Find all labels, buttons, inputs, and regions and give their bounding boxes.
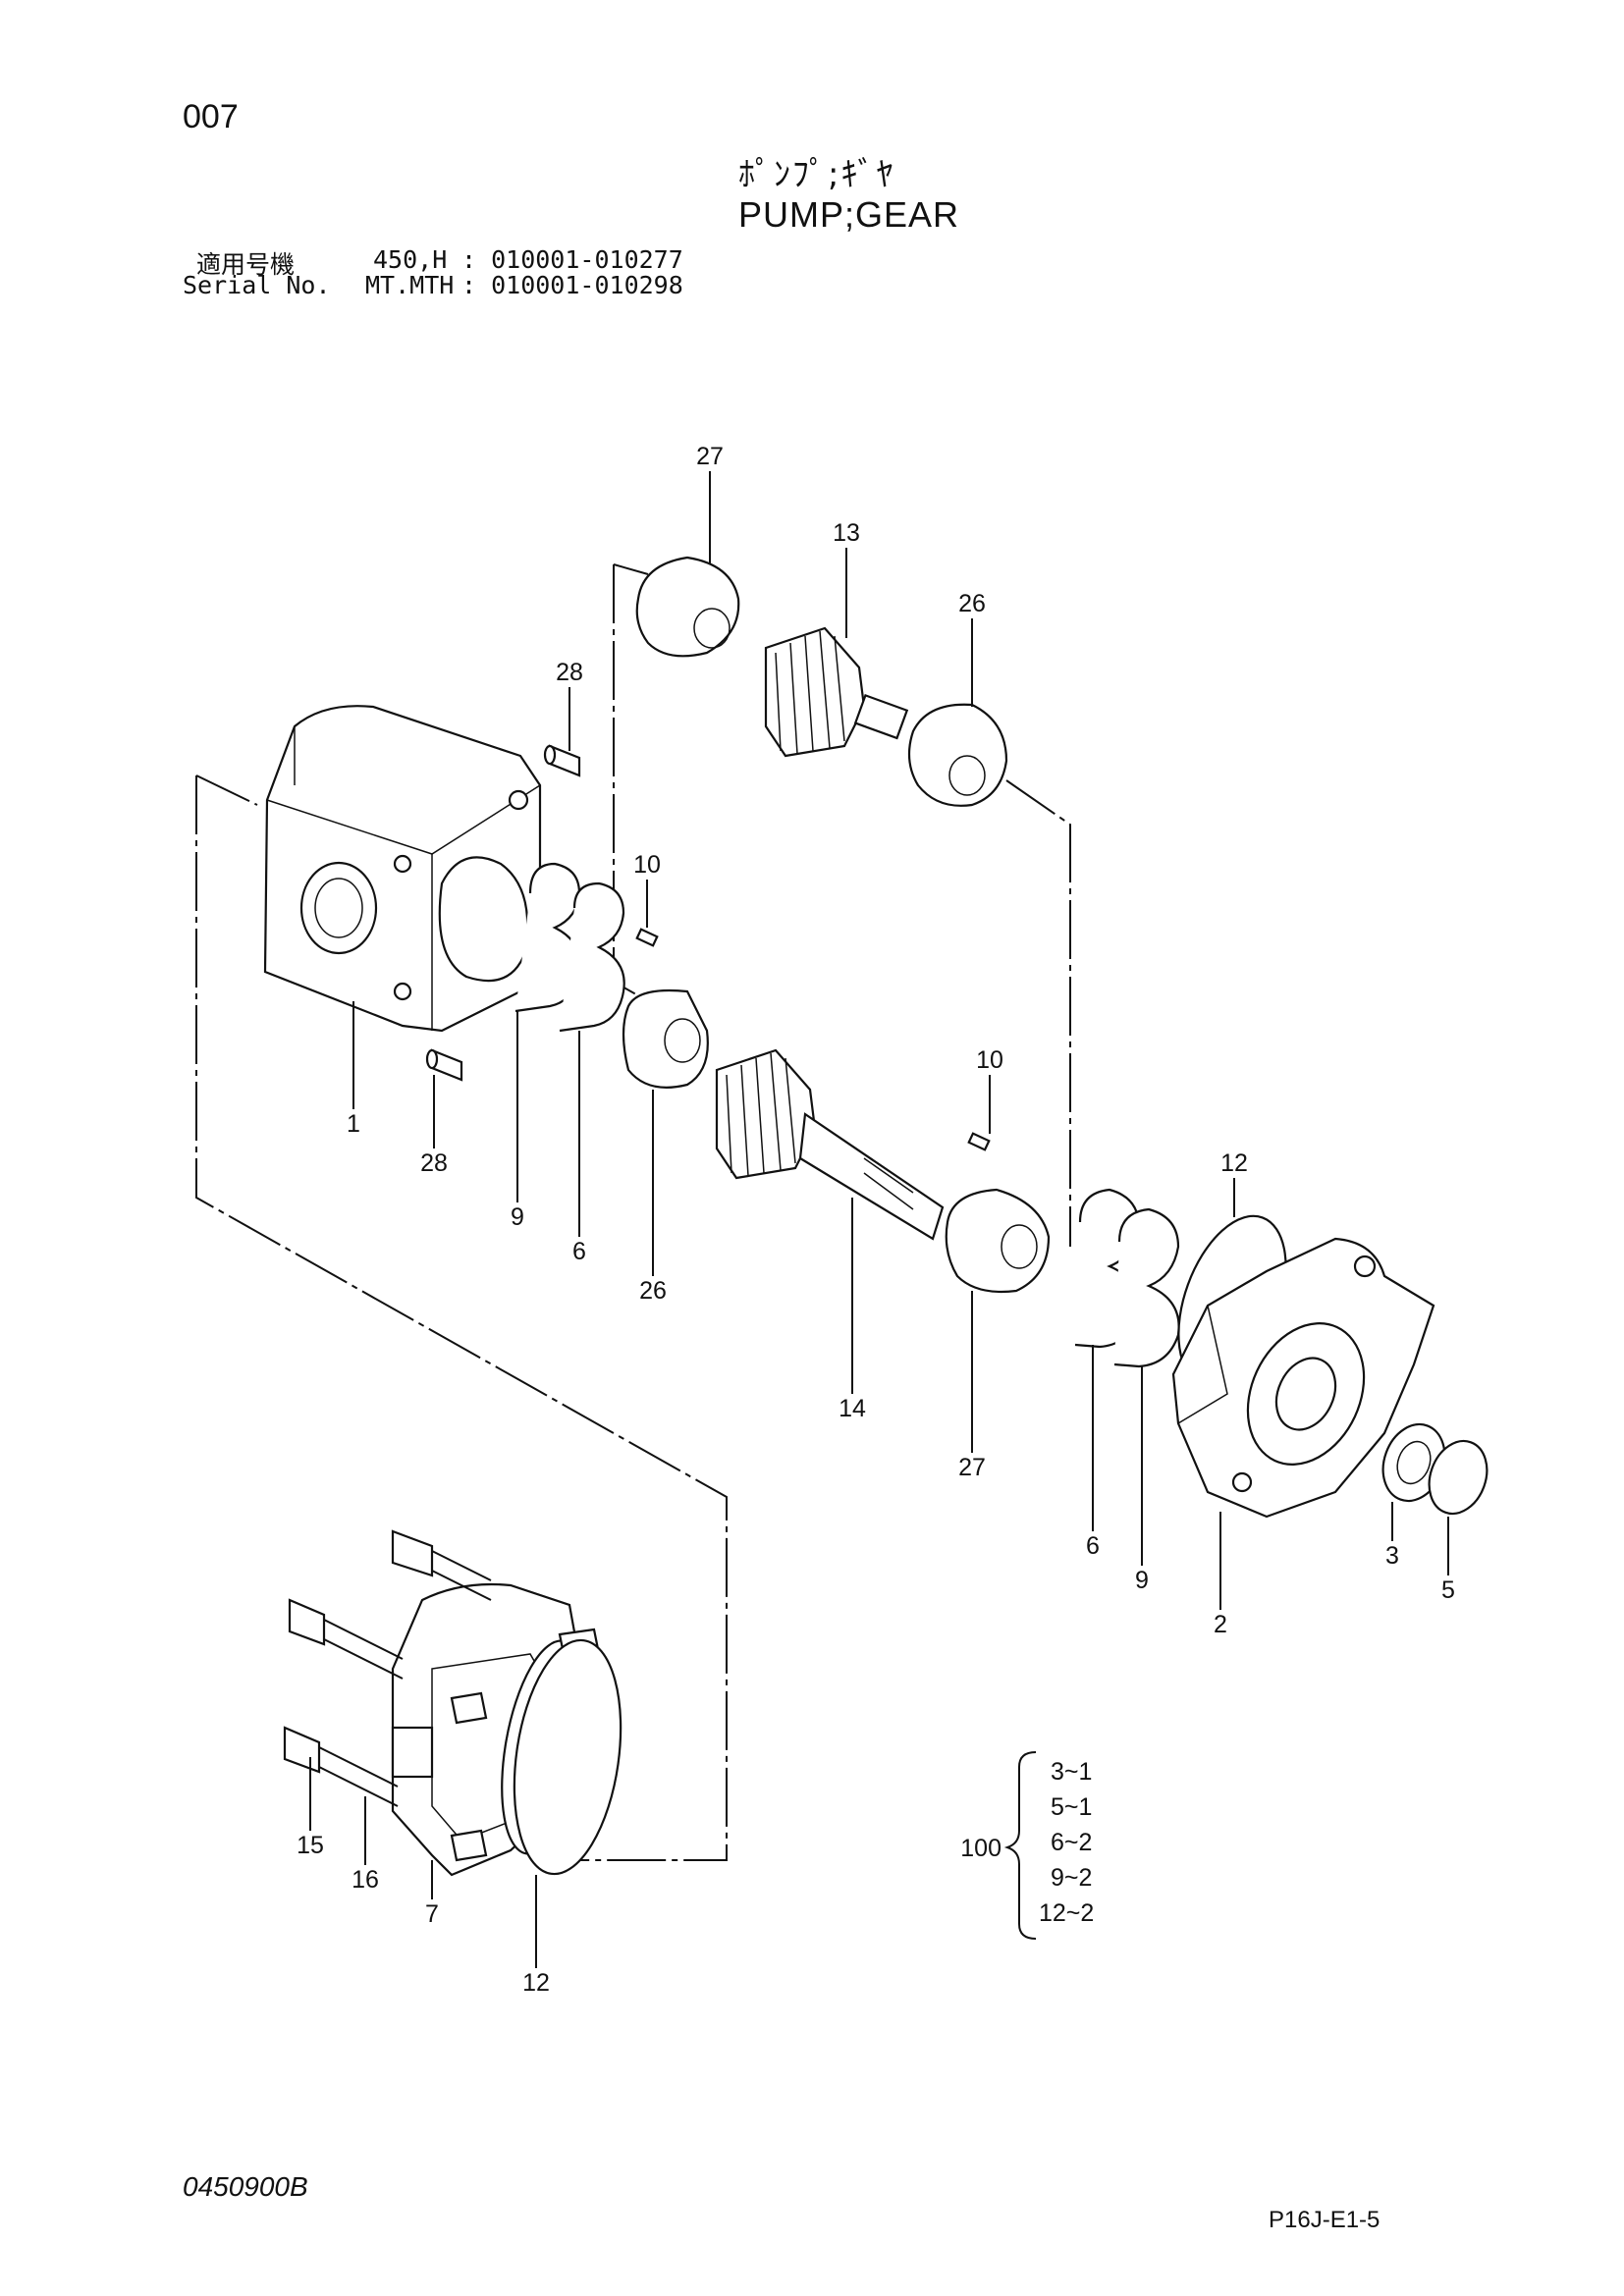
snap-ring-part [1428,1439,1489,1516]
serial-row2-label: Serial No. [183,271,331,299]
serial-row2-model: MT.MTH [365,271,455,299]
callout-3: 3 [1385,1542,1399,1570]
callout-10-left: 10 [633,851,661,879]
callout-26-top: 26 [958,590,986,617]
dowel-pin-bottom-part [425,1048,463,1082]
pump-body-part [263,705,542,1033]
callout-9-left: 9 [511,1203,524,1231]
callout-labels: 27 13 26 28 10 1 28 9 6 26 10 14 12 27 6… [297,443,1455,1997]
page-reference: P16J-E1-5 [1269,2207,1380,2233]
kit-item-4: 9~2 [1051,1864,1092,1892]
pump-cover-part [1171,1237,1435,1519]
callout-16: 16 [352,1866,379,1894]
callout-14: 14 [839,1395,866,1422]
document-code: 0450900B [183,2171,308,2202]
callout-26-bottom: 26 [639,1277,667,1305]
gasket-right-part [1074,1188,1180,1368]
callout-6-right: 6 [1086,1532,1100,1560]
page-number: 007 [183,98,239,135]
drive-gear-shaft-part [715,1048,945,1241]
leader-lines [309,471,1449,1968]
callout-1: 1 [347,1110,360,1138]
callout-12-top: 12 [1220,1149,1248,1177]
callout-28-bottom: 28 [420,1149,448,1177]
callout-13: 13 [833,519,860,547]
callout-10-right: 10 [976,1046,1003,1074]
callout-27-top: 27 [696,443,724,470]
kit-bracket: 100 3~1 5~1 6~2 9~2 12~2 [960,1751,1094,1940]
key-left-part [635,928,659,947]
serial-row1-label: 適用号機 [196,250,296,279]
callout-5: 5 [1441,1576,1455,1604]
serial-row2-range: : 010001-010298 [461,271,683,299]
kit-item-2: 5~1 [1051,1793,1092,1821]
callout-2: 2 [1214,1611,1227,1638]
kit-number: 100 [960,1835,1001,1862]
title-japanese: ﾎﾟﾝﾌﾟ;ｷﾞﾔ [738,155,895,194]
kit-item-1: 3~1 [1051,1758,1092,1786]
title-english: PUMP;GEAR [738,194,960,235]
key-right-part [967,1132,991,1151]
bushing-top-part [635,556,740,658]
bushing-lower-part [622,988,709,1089]
serial-row1-model: 450,H [373,245,448,274]
callout-28-top: 28 [556,659,583,686]
callout-9-right: 9 [1135,1567,1149,1594]
serial-row1-range: : 010001-010277 [461,245,683,274]
callout-6-left: 6 [572,1238,586,1265]
kit-item-3: 6~2 [1051,1829,1092,1856]
gasket-left-part [514,862,625,1033]
dowel-pin-top-part [543,744,581,777]
bushing-lower-right-part [945,1188,1051,1294]
callout-15: 15 [297,1832,324,1859]
callout-27-bottom: 27 [958,1454,986,1481]
bushing-right-top-part [907,703,1008,807]
callout-7: 7 [425,1900,439,1928]
o-ring-bottom-part [513,1638,623,1876]
kit-item-5: 12~2 [1039,1899,1094,1927]
gear-driven-part [764,626,909,758]
callout-12-bottom: 12 [522,1969,550,1997]
